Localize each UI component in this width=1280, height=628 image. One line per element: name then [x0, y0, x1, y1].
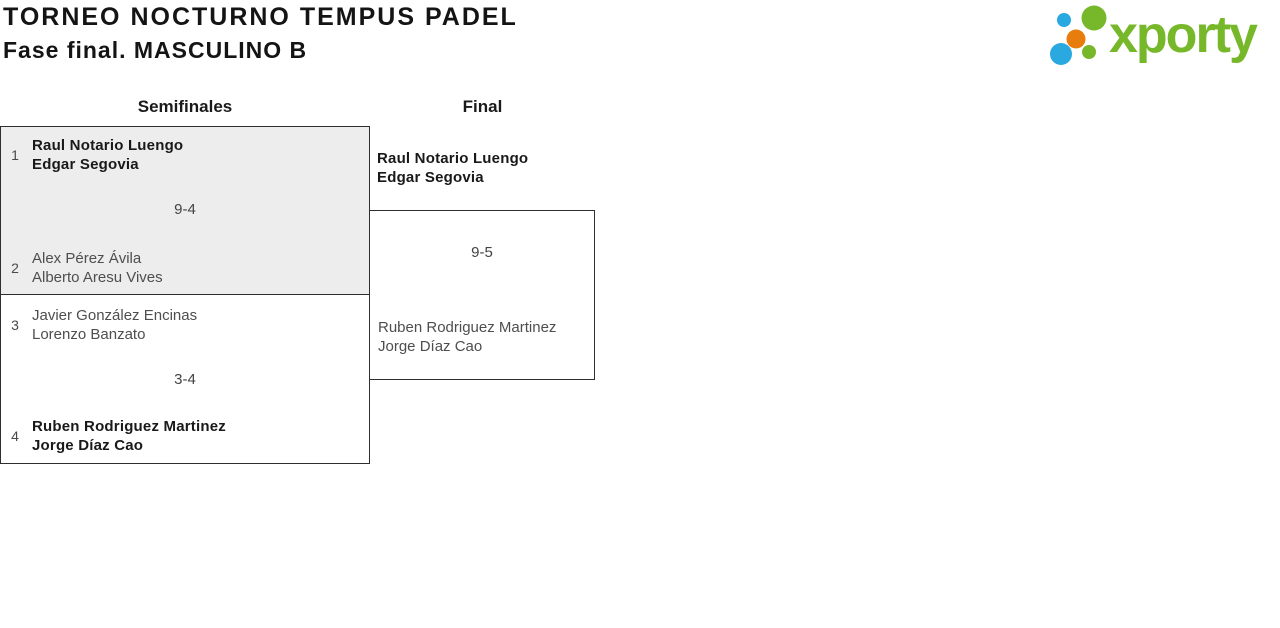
xporty-logo-graphic: xporty: [1050, 5, 1260, 65]
round-header-final: Final: [462, 97, 503, 116]
player-name: Alex Pérez Ávila: [32, 250, 142, 267]
seed-number: 4: [11, 428, 19, 444]
player-name: Javier González Encinas: [32, 307, 198, 324]
player-name: Ruben Rodriguez Martinez: [32, 418, 226, 435]
team-players: Javier González Encinas Lorenzo Banzato: [32, 306, 197, 344]
logo-dots-icon: [1050, 5, 1107, 65]
player-name: Raul Notario Luengo: [377, 150, 529, 167]
player-name: Lorenzo Banzato: [32, 326, 146, 343]
logo-wordmark: xporty: [1109, 6, 1258, 64]
player-name: Jorge Díaz Cao: [32, 437, 144, 454]
player-name: Ruben Rodriguez Martinez: [378, 319, 557, 336]
player-name: Raul Notario Luengo: [32, 137, 184, 154]
seed-number: 2: [11, 260, 19, 276]
match-score: 9-5: [471, 244, 493, 261]
final-team-top: Raul Notario Luengo Edgar Segovia: [377, 149, 528, 187]
match-score: 3-4: [174, 371, 196, 388]
team-entry-seed1: 1 Raul Notario Luengo Edgar Segovia: [7, 136, 183, 174]
player-name: Jorge Díaz Cao: [378, 338, 483, 355]
final-team-bottom: Ruben Rodriguez Martinez Jorge Díaz Cao: [378, 318, 556, 356]
match-score: 9-4: [174, 201, 196, 218]
seed-number: 1: [11, 147, 19, 163]
phase-title: Fase final. MASCULINO B: [3, 37, 308, 63]
player-name: Edgar Segovia: [377, 169, 484, 186]
team-players: Raul Notario Luengo Edgar Segovia: [32, 136, 183, 174]
team-entry-seed2: 2 Alex Pérez Ávila Alberto Aresu Vives: [7, 249, 163, 287]
team-players: Alex Pérez Ávila Alberto Aresu Vives: [32, 249, 163, 287]
team-players: Ruben Rodriguez Martinez Jorge Díaz Cao: [32, 417, 226, 455]
xporty-logo[interactable]: xporty: [1043, 2, 1278, 82]
player-name: Edgar Segovia: [32, 156, 139, 173]
team-entry-seed4: 4 Ruben Rodriguez Martinez Jorge Díaz Ca…: [7, 417, 226, 455]
tournament-title: TORNEO NOCTURNO TEMPUS PADEL: [3, 3, 518, 31]
team-entry-seed3: 3 Javier González Encinas Lorenzo Banzat…: [7, 306, 197, 344]
round-header-semifinals: Semifinales: [137, 97, 233, 116]
player-name: Alberto Aresu Vives: [32, 269, 163, 286]
match-final[interactable]: 9-5 Ruben Rodriguez Martinez Jorge Díaz …: [369, 210, 595, 380]
match-semifinal-1[interactable]: 1 Raul Notario Luengo Edgar Segovia 9-4 …: [0, 126, 370, 295]
seed-number: 3: [11, 317, 19, 333]
match-semifinal-2[interactable]: 3 Javier González Encinas Lorenzo Banzat…: [0, 294, 370, 464]
